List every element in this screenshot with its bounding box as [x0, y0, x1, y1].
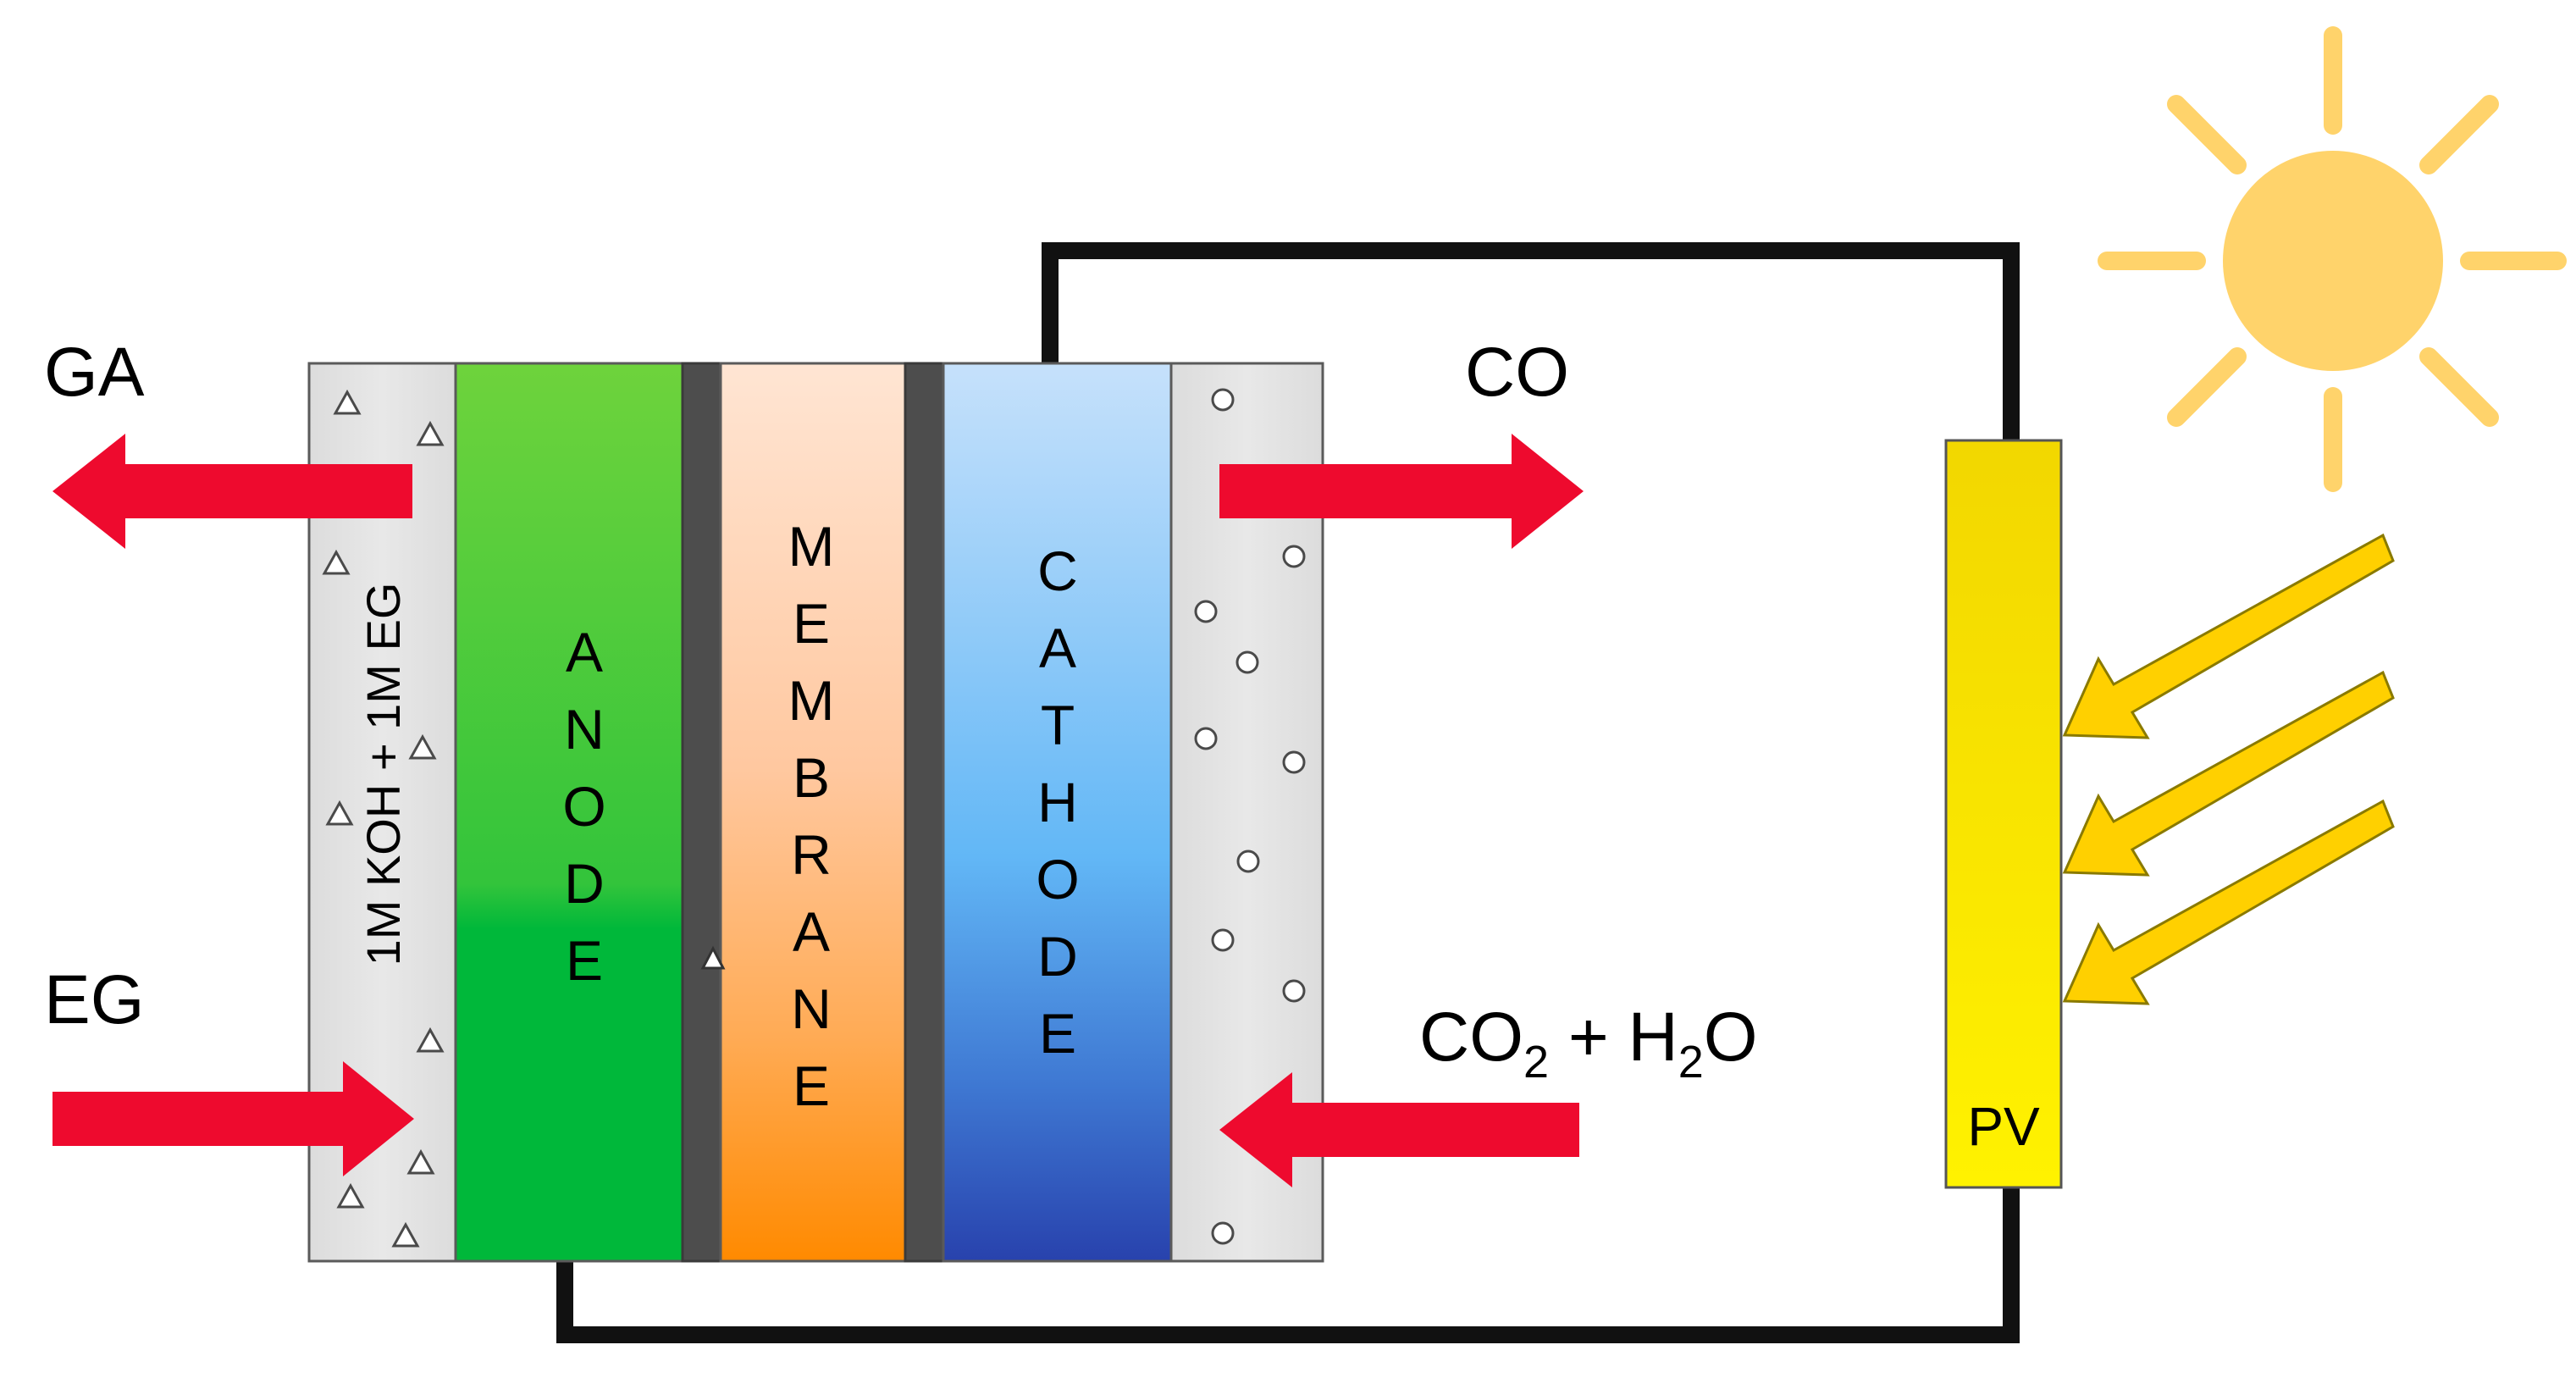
- triangle-icon: [408, 733, 437, 760]
- membrane-letter: E: [793, 1054, 830, 1117]
- bubble-icon: [1282, 750, 1306, 774]
- pv-label: PV: [1967, 1096, 2040, 1157]
- cathode-letter: A: [1039, 617, 1076, 679]
- light-arrow-3: [2062, 799, 2395, 1005]
- pv-panel: [1944, 439, 2063, 1189]
- anode-letter: N: [564, 698, 605, 761]
- triangle-icon: [406, 1148, 435, 1175]
- triangle-icon: [700, 945, 726, 970]
- h2o-subscript-2: 2: [1678, 1037, 1704, 1087]
- anode-letter: E: [566, 929, 603, 992]
- membrane-letter: B: [793, 746, 830, 809]
- circuit-wire-bottom: [556, 1186, 2020, 1343]
- membrane-letter: E: [793, 592, 830, 655]
- bubble-icon: [1211, 1221, 1235, 1245]
- ga-label: GA: [44, 334, 145, 411]
- co2-inflow-arrow: [1219, 1072, 1579, 1187]
- sun-ray: [2419, 347, 2499, 427]
- cathode-layer: [942, 362, 1173, 1263]
- triangle-icon: [391, 1221, 420, 1248]
- cathode-letter: E: [1039, 1002, 1076, 1065]
- co2-h2o-part-co: CO: [1419, 999, 1523, 1076]
- co2-h2o-subscript-2: 2: [1523, 1037, 1549, 1087]
- light-arrow-1: [2062, 533, 2395, 739]
- eg-inflow-arrow: [53, 1061, 414, 1176]
- bubble-icon: [1236, 849, 1260, 873]
- bubble-icon: [1235, 650, 1259, 674]
- sun-ray: [2167, 95, 2247, 174]
- membrane-letter: R: [791, 823, 832, 886]
- membrane-letter: M: [788, 669, 835, 732]
- light-arrow-2: [2062, 670, 2395, 877]
- anode-layer: [454, 362, 684, 1263]
- triangle-icon: [322, 549, 351, 575]
- electrolyte-label: 1M KOH + 1M EG: [357, 583, 410, 966]
- circuit-wire-top: [1042, 242, 2020, 440]
- reactant-markers: [322, 389, 726, 1248]
- triangle-icon: [333, 389, 362, 415]
- anode-letter: O: [562, 775, 605, 838]
- membrane-layer: [719, 362, 907, 1263]
- cathode-letter: H: [1037, 771, 1078, 833]
- cathode-letter: T: [1041, 694, 1075, 756]
- sun-disc: [2223, 151, 2443, 371]
- co2-h2o-part-plus-h: + H: [1549, 999, 1678, 1076]
- co2-h2o-part-o: O: [1704, 999, 1758, 1076]
- eg-label: EG: [44, 961, 144, 1038]
- anode-letter: A: [566, 621, 603, 683]
- membrane-letter: A: [793, 900, 830, 963]
- co2-h2o-label: CO2 + H2O: [1419, 999, 1758, 1087]
- bubble-icon: [1282, 545, 1306, 568]
- ga-outflow-arrow: [53, 434, 412, 549]
- co-label: CO: [1465, 334, 1569, 411]
- triangle-icon: [336, 1182, 365, 1209]
- cathode-letter: D: [1037, 925, 1078, 988]
- flow-arrows: [53, 434, 1584, 1187]
- triangle-icon: [325, 800, 354, 826]
- sun-ray: [2167, 347, 2247, 427]
- membrane-letter: N: [791, 977, 832, 1040]
- cathode-letter: C: [1037, 540, 1078, 602]
- triangle-icon: [416, 420, 445, 446]
- bubble-icon: [1282, 979, 1306, 1003]
- separator-right: [904, 362, 945, 1263]
- co-outflow-arrow: [1219, 434, 1584, 549]
- separator-left: [681, 362, 722, 1263]
- sun-ray: [2419, 95, 2499, 174]
- gas-bubbles: [1194, 388, 1306, 1245]
- triangle-icon: [416, 1027, 445, 1053]
- bubble-icon: [1211, 928, 1235, 952]
- anode-letter: D: [564, 852, 605, 915]
- cathode-letter: O: [1036, 848, 1079, 910]
- light-arrows: [2062, 533, 2395, 1005]
- bubble-icon: [1194, 600, 1218, 623]
- bubble-icon: [1211, 388, 1235, 412]
- membrane-letter: M: [788, 515, 835, 578]
- sun-icon: [2098, 26, 2567, 492]
- electrolyzer-cell: [307, 362, 1324, 1263]
- bubble-icon: [1194, 727, 1218, 750]
